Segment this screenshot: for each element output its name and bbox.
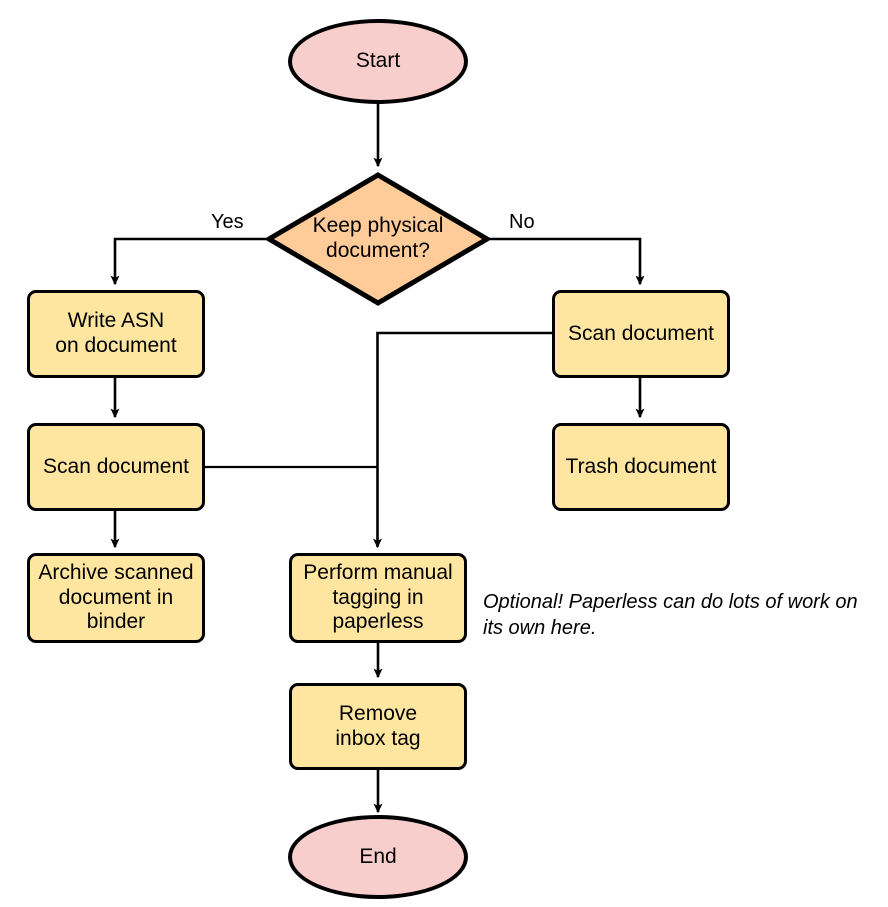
edge-label-yes: Yes: [211, 211, 244, 233]
node-scan-document-right-label: Scan document: [568, 321, 714, 345]
node-write-asn-label: Write ASN on document: [55, 309, 177, 357]
node-trash-document[interactable]: Trash document: [552, 423, 730, 511]
edge-decision-yes-to-write-asn: [110, 237, 266, 286]
edge-decision-no-to-scan-right: [490, 237, 645, 286]
node-scan-document-left-label: Scan document: [43, 454, 189, 478]
edge-scan-right-to-manual-tagging: [373, 331, 552, 549]
node-manual-tagging-label: Perform manual tagging in paperless: [303, 560, 453, 634]
node-archive-scanned-document-in-binder[interactable]: Archive scanned document in binder: [27, 553, 205, 643]
node-decision-keep-physical-document[interactable]: Keep physical document?: [266, 172, 490, 306]
node-end[interactable]: End: [288, 815, 468, 899]
node-start[interactable]: Start: [288, 19, 468, 104]
node-scan-document-left[interactable]: Scan document: [27, 423, 205, 511]
node-scan-document-right[interactable]: Scan document: [552, 290, 730, 378]
node-perform-manual-tagging[interactable]: Perform manual tagging in paperless: [289, 553, 467, 643]
node-trash-document-label: Trash document: [565, 454, 717, 478]
annotation-optional-note: Optional! Paperless can do lots of work …: [483, 591, 858, 639]
edge-label-no: No: [509, 211, 535, 233]
node-archive-binder-label: Archive scanned document in binder: [38, 560, 194, 634]
node-end-label: End: [359, 844, 397, 868]
node-remove-inbox-tag[interactable]: Remove inbox tag: [289, 683, 467, 770]
node-start-label: Start: [355, 49, 401, 73]
node-write-asn-on-document[interactable]: Write ASN on document: [27, 290, 205, 378]
node-decision-label: Keep physical document?: [312, 214, 444, 262]
diamond-shape: [266, 172, 490, 306]
node-remove-inbox-tag-label: Remove inbox tag: [335, 701, 421, 750]
